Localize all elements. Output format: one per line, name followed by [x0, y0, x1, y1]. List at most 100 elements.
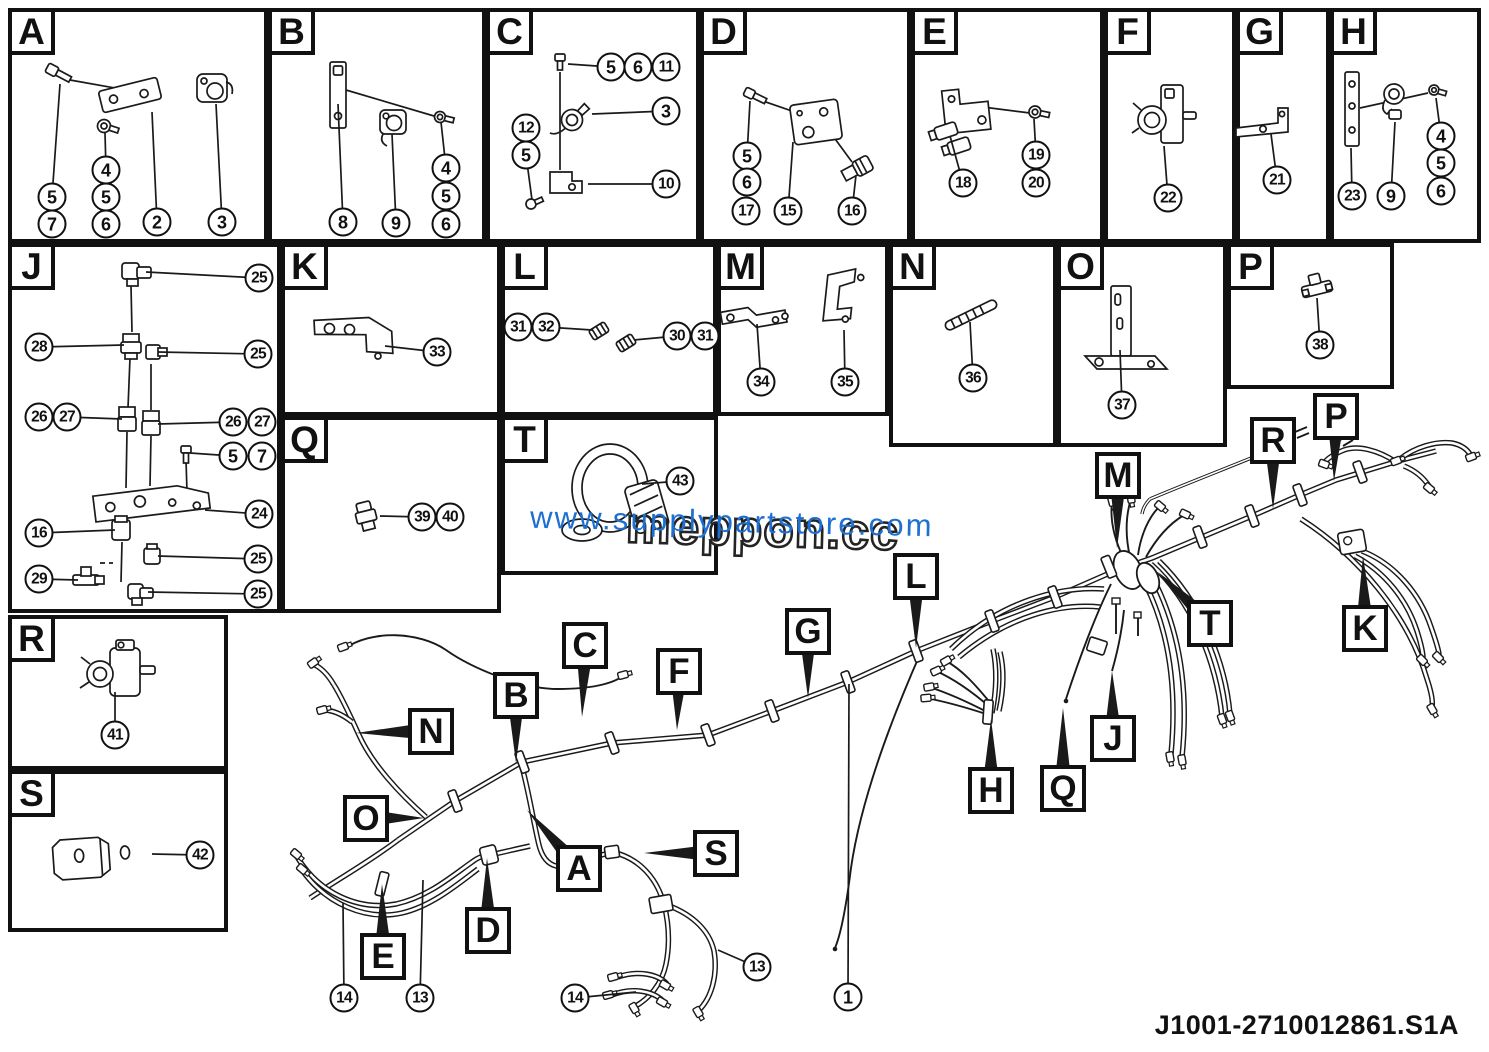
panel-D-callout-17: 17: [731, 196, 761, 226]
panel-J-callout-26: 26: [24, 402, 54, 432]
panel-B-callout-5: 5: [431, 181, 461, 211]
main-callout-14-0: 14: [329, 983, 359, 1013]
panel-C-callout-10: 10: [651, 169, 681, 199]
panel-H-callout-4: 4: [1426, 121, 1456, 151]
main-label-P: P: [1313, 393, 1359, 440]
panel-A-callout-7: 7: [37, 209, 67, 239]
panel-E-callout-18: 18: [948, 168, 978, 198]
panel-tab-Q: Q: [281, 416, 328, 463]
panel-tab-H: H: [1330, 8, 1377, 55]
panel-E-callout-19: 19: [1021, 140, 1051, 170]
main-label-M: M: [1095, 452, 1141, 499]
panel-C-callout-6: 6: [623, 52, 653, 82]
panel-H-callout-5: 5: [1426, 148, 1456, 178]
panel-A-callout-5: 5: [37, 182, 67, 212]
main-label-C: C: [562, 622, 608, 669]
panel-R-callout-41: 41: [100, 720, 130, 750]
panel-A-callout-3: 3: [207, 207, 237, 237]
panel-D-callout-15: 15: [773, 196, 803, 226]
panel-tab-P: P: [1227, 243, 1274, 290]
panel-J-callout-28: 28: [24, 332, 54, 362]
panel-J-callout-16: 16: [24, 518, 54, 548]
main-label-A: A: [556, 845, 602, 892]
panel-C-callout-12: 12: [511, 113, 541, 143]
panel-J-callout-26: 26: [218, 407, 248, 437]
main-callout-13-3: 13: [742, 952, 772, 982]
panel-L-callout-31: 31: [690, 321, 720, 351]
panel-C-callout-5: 5: [511, 140, 541, 170]
panel-tab-T: T: [501, 416, 548, 463]
panel-P-callout-38: 38: [1305, 330, 1335, 360]
panel-B-callout-8: 8: [328, 207, 358, 237]
drawing-number: J1001-2710012861.S1A: [1154, 1010, 1459, 1040]
panel-tab-E: E: [911, 8, 958, 55]
main-label-D: D: [465, 907, 511, 954]
panel-A-callout-6: 6: [91, 209, 121, 239]
panel-A-callout-5: 5: [91, 182, 121, 212]
panel-tab-B: B: [268, 8, 315, 55]
main-label-B: B: [493, 672, 539, 719]
main-label-L: L: [893, 553, 939, 600]
main-label-O: O: [343, 795, 389, 842]
panel-J-callout-29: 29: [24, 564, 54, 594]
harness-artwork: [289, 426, 1481, 1022]
panel-tab-R: R: [8, 615, 55, 662]
main-callout-14-2: 14: [560, 983, 590, 1013]
panel-J-callout-7: 7: [247, 441, 277, 471]
panel-L-callout-31: 31: [503, 312, 533, 342]
panel-tab-J: J: [8, 243, 55, 290]
panel-M-callout-35: 35: [830, 367, 860, 397]
panel-H-callout-9: 9: [1376, 181, 1406, 211]
panel-tab-O: O: [1057, 243, 1104, 290]
panel-tab-D: D: [700, 8, 747, 55]
panel-Q-callout-40: 40: [435, 502, 465, 532]
main-label-Q: Q: [1040, 765, 1086, 812]
panel-M-callout-34: 34: [746, 367, 776, 397]
main-label-S: S: [693, 830, 739, 877]
main-label-T: T: [1187, 600, 1233, 647]
panel-J-callout-5: 5: [218, 441, 248, 471]
panel-N-callout-36: 36: [958, 363, 988, 393]
panel-tab-L: L: [501, 243, 548, 290]
panel-B-callout-9: 9: [381, 208, 411, 238]
main-label-E: E: [360, 933, 406, 980]
panel-part-illustrations: [44, 53, 1448, 881]
panel-T-callout-43: 43: [665, 466, 695, 496]
panel-O-callout-37: 37: [1107, 390, 1137, 420]
panel-tab-G: G: [1236, 8, 1283, 55]
panel-J-callout-27: 27: [52, 402, 82, 432]
panel-K-callout-33: 33: [422, 337, 452, 367]
panel-tab-S: S: [8, 770, 55, 817]
panel-F-callout-22: 22: [1153, 183, 1183, 213]
panel-tab-A: A: [8, 8, 55, 55]
panel-B-callout-4: 4: [431, 153, 461, 183]
panel-G-callout-21: 21: [1262, 165, 1292, 195]
main-label-G: G: [785, 608, 831, 655]
panel-tab-C: C: [486, 8, 533, 55]
panel-S-callout-42: 42: [185, 840, 215, 870]
panel-C-callout-3: 3: [651, 96, 681, 126]
panel-C-callout-5: 5: [596, 52, 626, 82]
panel-J-callout-25: 25: [243, 339, 273, 369]
panel-L-callout-30: 30: [662, 321, 692, 351]
panel-Q-callout-39: 39: [407, 502, 437, 532]
panel-H-callout-23: 23: [1337, 181, 1367, 211]
panel-D-callout-5: 5: [732, 141, 762, 171]
panel-J-callout-27: 27: [247, 407, 277, 437]
main-label-F: F: [656, 648, 702, 695]
panel-H-callout-6: 6: [1426, 176, 1456, 206]
panel-J-callout-24: 24: [244, 499, 274, 529]
main-label-K: K: [1342, 605, 1388, 652]
main-callout-1-4: 1: [833, 982, 863, 1012]
main-label-N: N: [408, 708, 454, 755]
panel-L-callout-32: 32: [531, 312, 561, 342]
panel-D-callout-16: 16: [837, 196, 867, 226]
panel-J-callout-25: 25: [243, 544, 273, 574]
panel-tab-K: K: [281, 243, 328, 290]
main-label-J: J: [1090, 715, 1136, 762]
panel-J-callout-25: 25: [243, 579, 273, 609]
panel-tab-M: M: [717, 243, 764, 290]
panel-A-callout-2: 2: [142, 207, 172, 237]
